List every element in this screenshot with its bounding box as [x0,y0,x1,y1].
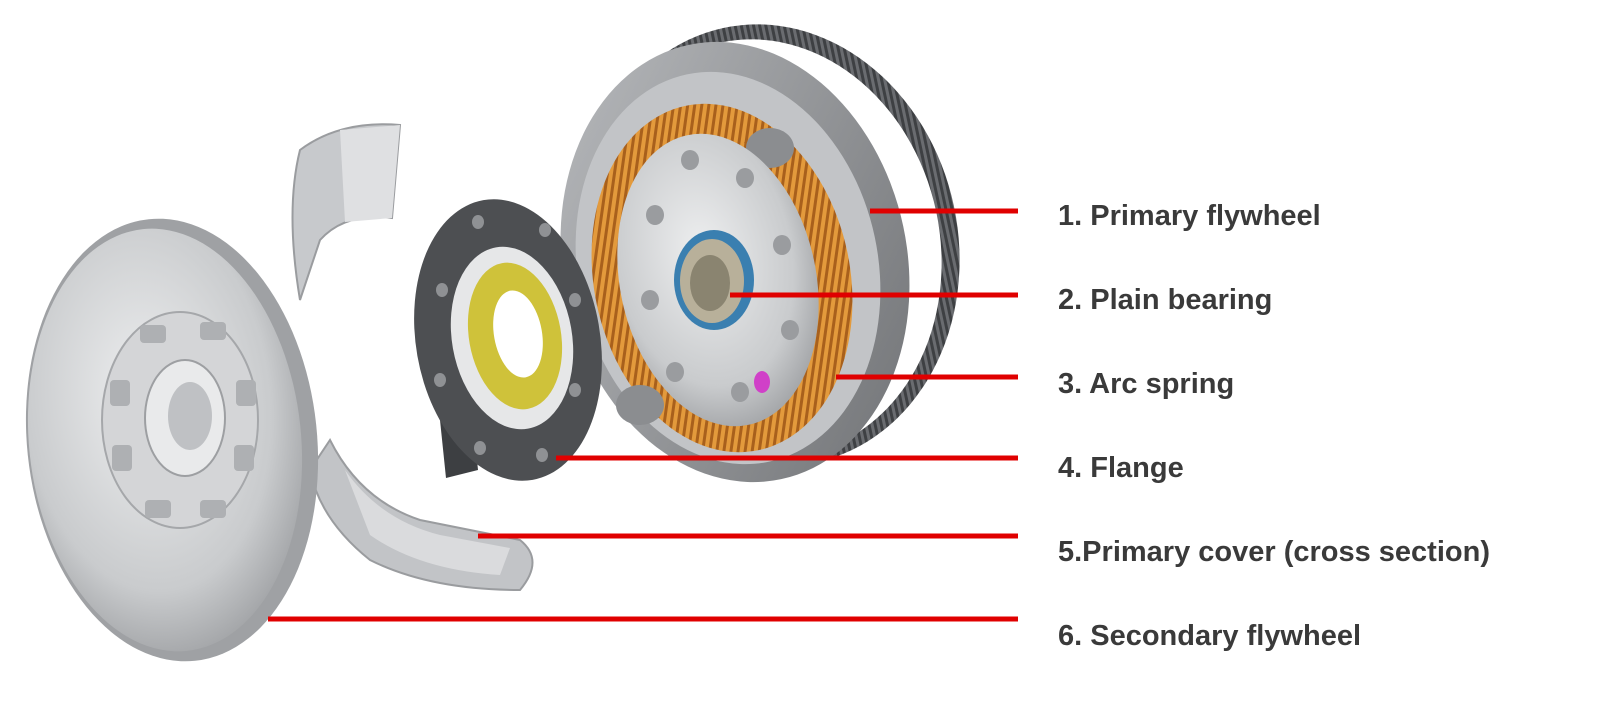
leader-lines [268,208,1018,622]
pink-pin [754,371,770,393]
cover-upper-face [340,125,400,222]
label-arc-spring: 3. Arc spring [1058,368,1235,400]
label-primary-cover: 5.Primary cover (cross section) [1058,536,1490,568]
primary-flywheel-illustration [560,24,960,483]
plain-bearing-bore [690,255,730,311]
secondary-flywheel-illustration [25,218,319,662]
flange-holes [434,215,581,462]
label-secondary-flywheel: 6. Secondary flywheel [1058,620,1362,652]
secondary-hub-pockets [110,322,256,518]
spring-retainer-gap-bottom [616,385,664,425]
secondary-hub-bore [168,382,212,450]
label-flange: 4. Flange [1058,452,1184,484]
flange-illustration [414,199,602,481]
label-primary-flywheel: 1. Primary flywheel [1058,200,1321,232]
label-plain-bearing: 2. Plain bearing [1058,284,1273,316]
primary-cover-illustration [291,123,534,592]
cover-lower-face [345,470,510,575]
flange-hub-bore [493,290,543,378]
plate-holes [641,150,799,402]
